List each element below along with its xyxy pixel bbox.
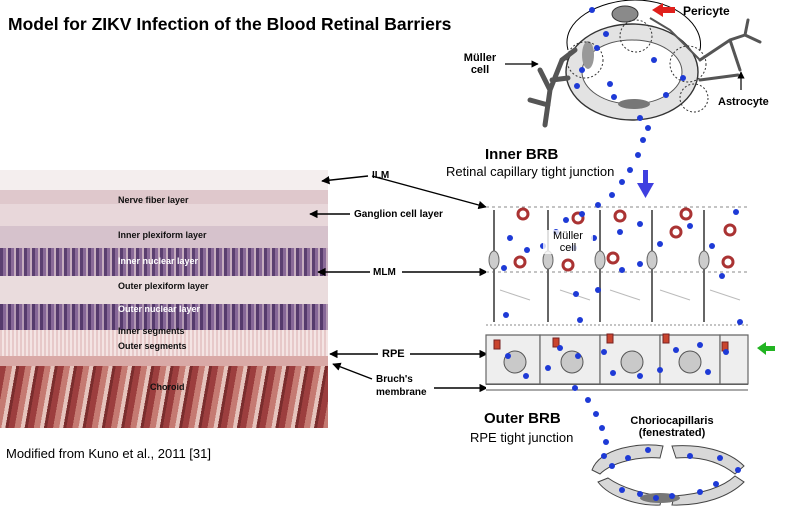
muller-cell-label-retina-line1: Müller [553, 230, 583, 242]
ilm-pointer-right [371, 175, 487, 210]
choriocapillaris-label-line2: (fenestrated) [638, 427, 706, 439]
virus-particles [501, 7, 743, 501]
layer-label-inner-plexiform: Inner plexiform layer [118, 230, 207, 240]
ilm-pointer [321, 175, 369, 185]
choriocapillaris-label: Choriocapillaris (fenestrated) [612, 415, 732, 439]
outer-brb-subtitle: RPE tight junction [470, 430, 574, 445]
histology-image: Nerve fiber layer Inner plexiform layer … [0, 170, 328, 428]
muller-cell-label-top-line1: Müller [463, 52, 497, 64]
page-title: Model for ZIKV Infection of the Blood Re… [8, 14, 452, 34]
muller-cell-label-retina: Müller cell [543, 230, 593, 254]
muller-cell-label-retina-line2: cell [559, 242, 577, 254]
bruchs-membrane-label-line1: Bruch's [376, 374, 413, 385]
layer-label-outer-nuclear: Outer nuclear layer [118, 304, 201, 314]
ilm-label: ILM [372, 170, 390, 181]
mlm-label: MLM [373, 267, 396, 278]
astrocyte-label: Astrocyte [718, 96, 769, 108]
choriocapillaris-diagram [591, 444, 745, 506]
layer-label-outer-plexiform: Outer plexiform layer [118, 281, 209, 291]
ganglion-cell-layer-label: Ganglion cell layer [354, 209, 443, 220]
layer-label-inner-segments: Inner segments [118, 326, 185, 336]
pericyte-label: Pericyte [683, 4, 730, 18]
green-arrow-icon [757, 342, 775, 355]
inner-brb-subtitle: Retinal capillary tight junction [446, 164, 615, 179]
inner-brb-title: Inner BRB [485, 146, 559, 163]
layer-label-inner-nuclear: Inner nuclear layer [118, 256, 199, 266]
pointer-lines [309, 175, 488, 393]
muller-cell-label-top: Müller cell [455, 52, 505, 76]
layer-label-nerve-fiber: Nerve fiber layer [118, 195, 189, 205]
blue-arrow-icon [637, 170, 654, 198]
retina-schematic [485, 205, 749, 410]
red-arrow-icon [652, 3, 675, 17]
rpe-label: RPE [382, 348, 405, 360]
layer-label-choroid: Choroid [150, 382, 185, 392]
citation-text: Modified from Kuno et al., 2011 [31] [6, 446, 211, 461]
choriocapillaris-label-line1: Choriocapillaris [630, 415, 714, 427]
layer-label-outer-segments: Outer segments [118, 341, 187, 351]
muller-cell-label-top-line2: cell [470, 64, 490, 76]
bruchs-membrane-label-line2: membrane [376, 387, 427, 398]
outer-brb-title: Outer BRB [484, 410, 561, 427]
bruchs-pointer-left [332, 362, 373, 380]
